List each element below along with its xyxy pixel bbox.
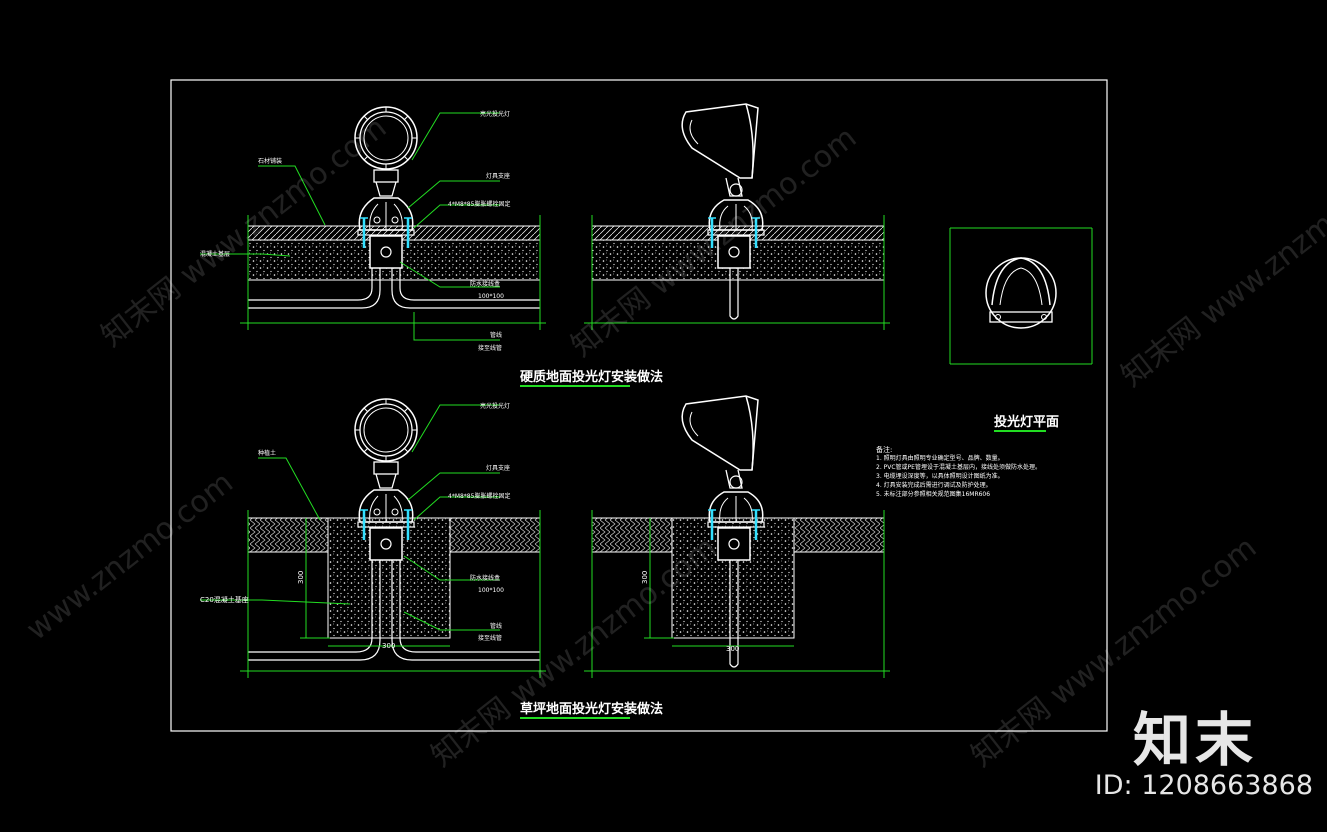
note-item-3: 3. 电缆埋设深度等，以具体照明设计图纸为准。 <box>876 472 1004 480</box>
notes-block: 备注: 1. 照明灯具由照明专业确定型号、品牌、数量。 2. PVC管或PE管埋… <box>876 445 1041 498</box>
label-junction-box-2: 防水接线盒 <box>470 574 500 582</box>
label-conduit-1: 管线 <box>490 331 502 339</box>
dim-300-height-2: 300 <box>641 571 649 584</box>
label-concrete-base: 混凝土基层 <box>200 250 230 258</box>
label-junction-size-1: 100*100 <box>478 293 504 300</box>
label-stone: 石材铺装 <box>258 157 282 165</box>
label-bracket-2: 灯具支座 <box>486 464 510 472</box>
label-cable-2: 接至线管 <box>478 634 502 642</box>
label-lamp-2: 亮光投光灯 <box>480 402 510 410</box>
lawn-title: 草坪地面投光灯安装做法 <box>520 701 663 717</box>
brand-logo-text: 知末 <box>1132 706 1257 774</box>
drawing-id: ID: 1208663868 <box>1094 770 1313 801</box>
label-lamp-1: 亮光投光灯 <box>480 110 510 118</box>
lamp-plan-view <box>949 227 1093 365</box>
label-junction-box-1: 防水接线盒 <box>470 280 500 288</box>
note-item-1: 1. 照明灯具由照明专业确定型号、品牌、数量。 <box>876 454 1004 462</box>
dim-300-width-2: 300 <box>726 645 739 653</box>
dim-300-width-1: 300 <box>382 642 395 650</box>
label-bracket-1: 灯具支座 <box>486 172 510 180</box>
dim-300-height-1: 300 <box>297 571 305 584</box>
note-item-4: 4. 灯具安装完成后需进行调试及防护处理。 <box>876 481 992 489</box>
hard-ground-side-section <box>584 103 890 330</box>
label-cable-1: 接至线管 <box>478 344 502 352</box>
note-item-5: 5. 未标注部分参照相关规范图集16MR606 <box>876 490 990 498</box>
label-junction-size-2: 100*100 <box>478 587 504 594</box>
lawn-side-section <box>584 395 890 678</box>
plan-title: 投光灯平面 <box>994 414 1059 430</box>
note-item-2: 2. PVC管或PE管埋设于混凝土基层内，接线处须做防水处理。 <box>876 463 1041 471</box>
hard-ground-title: 硬质地面投光灯安装做法 <box>520 369 663 385</box>
label-anchor-2: 4*M8*85膨胀螺栓固定 <box>448 492 510 500</box>
label-conduit-2: 管线 <box>490 622 502 630</box>
label-c20-base: C20混凝土基座 <box>200 595 249 604</box>
label-anchor-1: 4*M8*85膨胀螺栓固定 <box>448 200 510 208</box>
lawn-front-section <box>200 398 546 678</box>
hard-ground-front-section <box>200 106 546 341</box>
notes-title: 备注: <box>876 445 892 454</box>
label-soil: 种植土 <box>258 449 276 457</box>
